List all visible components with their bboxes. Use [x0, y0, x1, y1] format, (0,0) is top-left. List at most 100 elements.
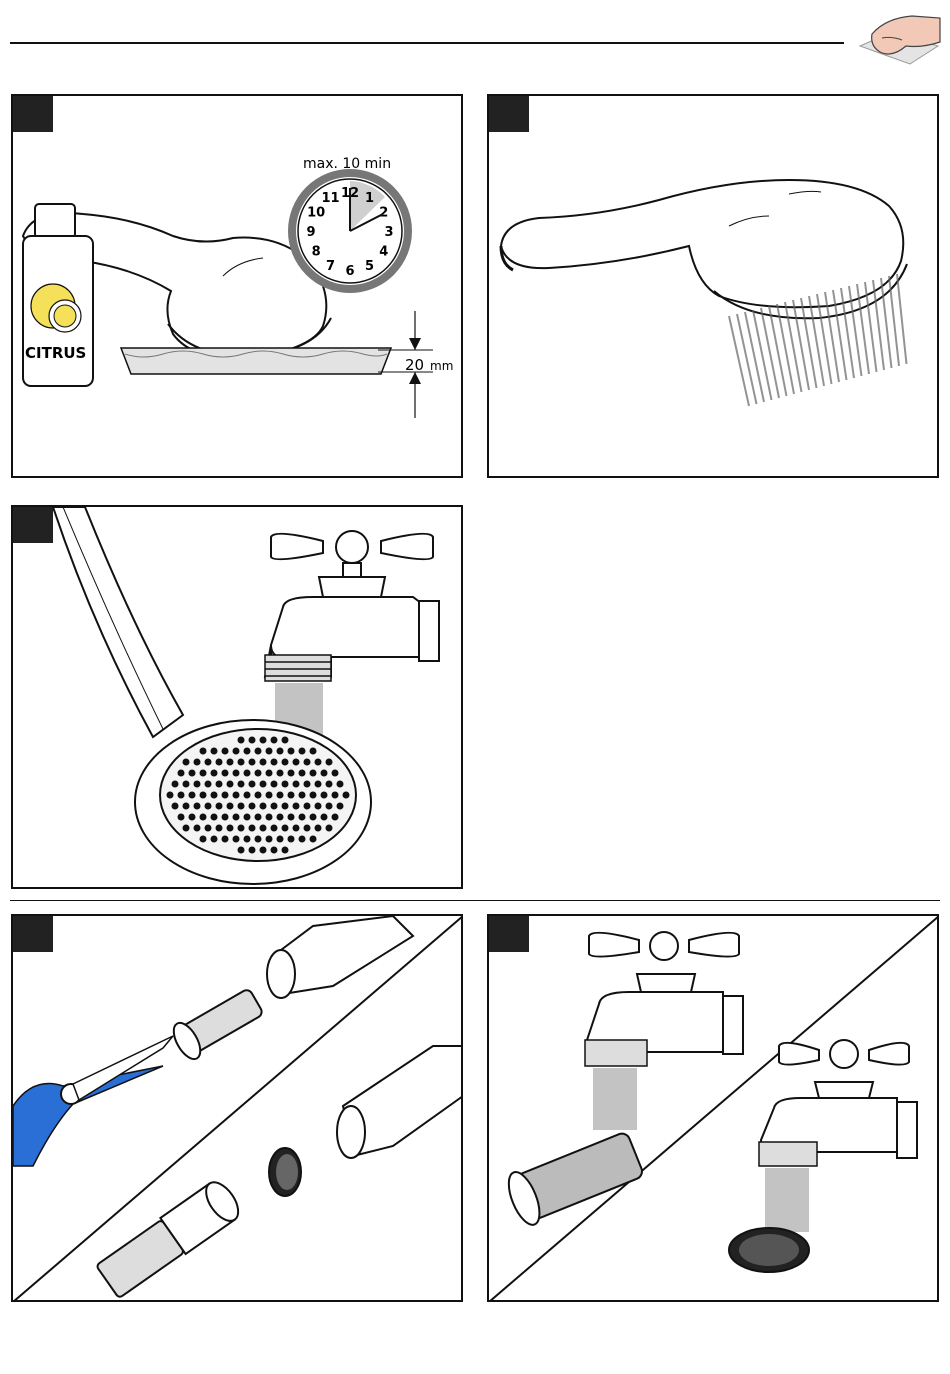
spray-hole: [266, 836, 273, 843]
spray-hole: [189, 792, 196, 799]
step-2-panel: [487, 94, 939, 478]
spray-hole: [266, 770, 273, 777]
spray-hole: [238, 737, 245, 744]
spray-hole: [227, 781, 234, 788]
spray-hole: [211, 836, 218, 843]
spray-hole: [315, 781, 322, 788]
spray-hole: [277, 814, 284, 821]
spray-hole: [200, 836, 207, 843]
spray-hole: [271, 737, 278, 744]
spray-hole: [244, 748, 251, 755]
clock-number: 8: [312, 245, 321, 260]
clock-number: 6: [345, 264, 354, 279]
spray-hole: [227, 803, 234, 810]
spray-hole: [194, 803, 201, 810]
clock-number: 1: [365, 191, 374, 206]
spray-hole: [222, 836, 229, 843]
spray-hole: [260, 847, 267, 854]
spray-hole: [326, 825, 333, 832]
spray-hole: [288, 814, 295, 821]
step-1-panel: 20 mm CITRUS max. 10 min 121234567891011: [11, 94, 463, 478]
spray-hole: [178, 770, 185, 777]
spray-hole: [216, 781, 223, 788]
spray-hole: [332, 770, 339, 777]
spray-line: [801, 298, 817, 388]
spray-hole: [189, 770, 196, 777]
spray-hole: [200, 748, 207, 755]
spray-hole: [299, 770, 306, 777]
spray-hole: [293, 803, 300, 810]
spray-hole: [183, 825, 190, 832]
spray-hole: [310, 836, 317, 843]
spray-hole: [293, 825, 300, 832]
spray-hole: [249, 803, 256, 810]
spray-hole: [183, 759, 190, 766]
clock-number: 11: [321, 191, 339, 206]
spray-hole: [266, 748, 273, 755]
spray-line: [809, 296, 824, 386]
spray-hole: [249, 759, 256, 766]
spray-hole: [238, 847, 245, 854]
spray-hole: [183, 781, 190, 788]
spray-hole: [255, 770, 262, 777]
clock-number: 5: [365, 259, 374, 274]
hand-wiping-icon: [852, 6, 942, 76]
spray-hole: [271, 847, 278, 854]
spray-hole: [260, 803, 267, 810]
spray-hole: [282, 781, 289, 788]
spray-hole: [238, 781, 245, 788]
spray-hole: [172, 803, 179, 810]
spray-hole: [233, 814, 240, 821]
spray-hole: [194, 781, 201, 788]
spray-hole: [288, 770, 295, 777]
spray-hole: [326, 803, 333, 810]
spray-hole: [321, 770, 328, 777]
spray-hole: [310, 748, 317, 755]
spray-hole: [277, 748, 284, 755]
spray-hole: [271, 759, 278, 766]
spray-hole: [271, 825, 278, 832]
spray-hole: [310, 792, 317, 799]
step-4-panel: [11, 914, 463, 1302]
spray-hole: [227, 759, 234, 766]
rinse-shower-icon: [489, 96, 939, 478]
spray-hole: [244, 770, 251, 777]
step-3-panel: [11, 505, 463, 889]
spray-hole: [321, 814, 328, 821]
spray-line: [761, 308, 779, 398]
spray-hole: [266, 792, 273, 799]
spray-hole: [277, 770, 284, 777]
spray-hole: [282, 825, 289, 832]
spray-hole: [183, 803, 190, 810]
spray-hole: [233, 748, 240, 755]
spray-hole: [321, 792, 328, 799]
spray-hole: [249, 825, 256, 832]
spray-hole: [178, 792, 185, 799]
spray-hole: [211, 814, 218, 821]
clock-number: 7: [326, 259, 335, 274]
bottle-label: CITRUS: [25, 344, 86, 362]
clock-number: 9: [306, 225, 315, 240]
spray-hole: [194, 759, 201, 766]
spray-hole: [244, 792, 251, 799]
spray-hole: [299, 748, 306, 755]
spray-hole: [260, 737, 267, 744]
spray-line: [737, 314, 757, 404]
spray-hole: [233, 792, 240, 799]
spray-hole: [260, 781, 267, 788]
spray-line: [769, 306, 787, 396]
spray-hole: [332, 792, 339, 799]
spray-hole: [304, 759, 311, 766]
spray-hole: [194, 825, 201, 832]
spray-hole: [271, 803, 278, 810]
spray-hole: [205, 759, 212, 766]
spray-hole: [310, 814, 317, 821]
remove-filter-pliers-icon: [13, 916, 463, 1302]
spray-hole: [288, 792, 295, 799]
spray-hole: [260, 825, 267, 832]
spray-hole: [288, 836, 295, 843]
spray-hole: [293, 781, 300, 788]
faucet-rinse-icon: [13, 507, 463, 889]
spray-hole: [238, 803, 245, 810]
spray-hole: [260, 759, 267, 766]
